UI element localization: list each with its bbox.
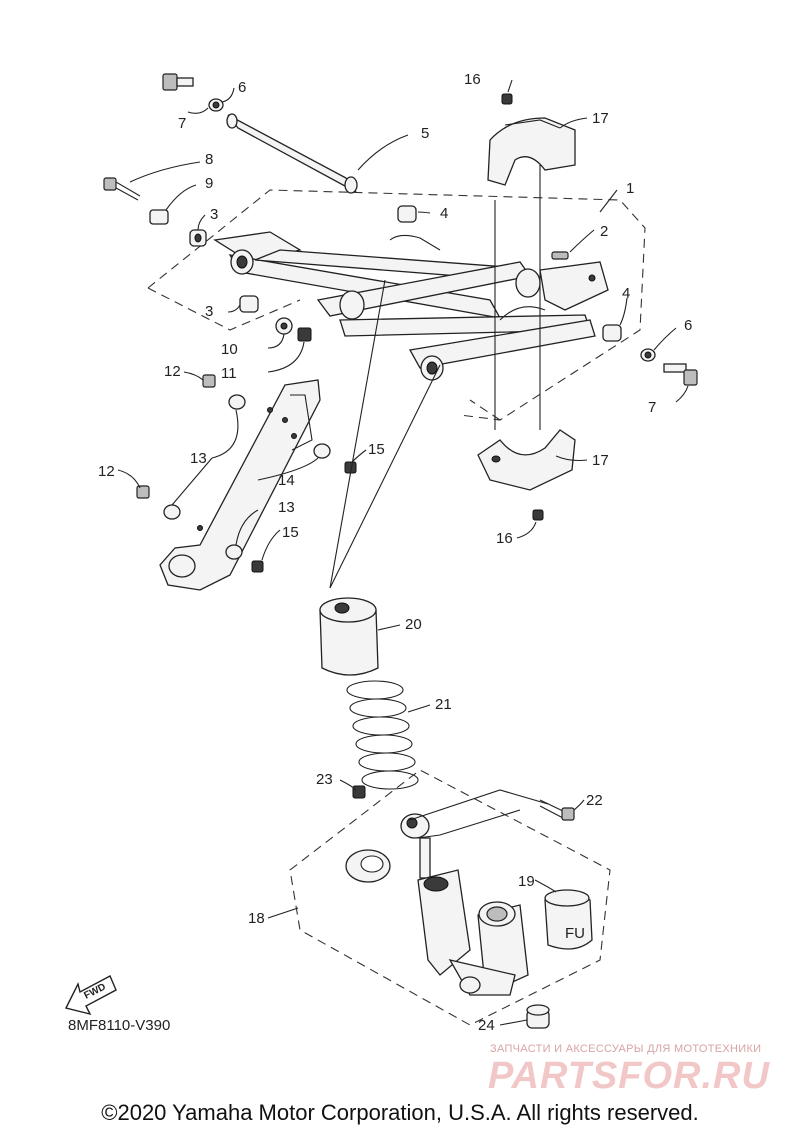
callout-13-upper: 13 <box>190 450 207 467</box>
screw-part-upper <box>501 93 513 105</box>
callout-16-lower: 16 <box>496 530 513 547</box>
callout-9: 9 <box>205 175 213 192</box>
washer-part-13-upper <box>228 394 246 410</box>
callout-4-lower: 4 <box>622 285 630 302</box>
callout-1: 1 <box>626 180 634 197</box>
washer-part-10 <box>275 317 293 335</box>
copyright-notice: ©2020 Yamaha Motor Corporation, U.S.A. A… <box>101 1100 699 1125</box>
callout-8: 8 <box>205 151 213 168</box>
nut-part-15-lower <box>251 560 264 573</box>
callout-7-right: 7 <box>648 399 656 416</box>
callout-24: 24 <box>478 1017 495 1034</box>
callout-17-upper: 17 <box>592 110 609 127</box>
bolt-part-long <box>103 177 141 201</box>
collar-part-24 <box>526 1004 550 1029</box>
callout-3-upper: 3 <box>210 206 218 223</box>
callout-2: 2 <box>600 223 608 240</box>
callout-labels: 6 7 5 8 9 3 4 1 2 3 10 11 4 6 7 16 17 17… <box>98 71 692 1034</box>
watermark-logo: PARTSFOR.RU <box>488 1055 770 1097</box>
callout-16-upper: 16 <box>464 71 481 88</box>
bolt-part-22 <box>539 799 575 821</box>
assembly-outline-shock <box>289 769 611 1026</box>
callout-4-upper: 4 <box>440 205 448 222</box>
callout-21: 21 <box>435 696 452 713</box>
bolt-part-12-lower <box>136 485 150 499</box>
spring-part <box>346 680 419 790</box>
callout-22: 22 <box>586 792 603 809</box>
shock-absorber-part <box>400 813 529 996</box>
bolt-part-right <box>663 363 698 386</box>
washer-part-right <box>640 348 656 362</box>
callout-15-upper: 15 <box>368 441 385 458</box>
callout-6-right: 6 <box>684 317 692 334</box>
callout-14: 14 <box>278 472 295 489</box>
callout-23: 23 <box>316 771 333 788</box>
screw-part-lower <box>532 509 544 521</box>
swing-arm-frame <box>213 231 609 381</box>
cover-part: FU <box>544 889 593 950</box>
bolt-part-2 <box>551 251 569 260</box>
callout-15-lower: 15 <box>282 524 299 541</box>
retainer-clip-part <box>345 849 391 883</box>
callout-12-upper: 12 <box>164 363 181 380</box>
bushing-part-upper <box>189 229 207 247</box>
parts-diagram: FU <box>64 71 698 1034</box>
fwd-arrow-icon: FWD <box>64 975 117 1016</box>
callout-18: 18 <box>248 910 265 927</box>
watermark-subtitle: ЗАПЧАСТИ И АКСЕССУАРЫ ДЛЯ МОТОТЕХНИКИ <box>490 1043 762 1055</box>
callout-12-lower: 12 <box>98 463 115 480</box>
washer-part-13-lower <box>225 544 243 560</box>
callout-3-lower: 3 <box>205 303 213 320</box>
washer-part-13-left <box>163 504 181 520</box>
callout-10: 10 <box>221 341 238 358</box>
washer-part-upper-left <box>208 98 224 112</box>
bushing-part-4-upper <box>397 205 417 223</box>
callout-7-upper: 7 <box>178 115 186 132</box>
nut-part-11 <box>297 327 312 342</box>
callout-19: 19 <box>518 873 535 890</box>
callout-5: 5 <box>421 125 429 142</box>
washer-part-13-right <box>313 443 331 459</box>
callout-11: 11 <box>221 365 237 382</box>
bump-rubber-part <box>319 597 379 676</box>
diagram-code: 8MF8110-V390 <box>68 1017 170 1034</box>
callout-17-lower: 17 <box>592 452 609 469</box>
bolt-part-12-upper <box>202 374 216 388</box>
guard-part-upper <box>487 117 576 186</box>
callout-6-upper: 6 <box>238 79 246 96</box>
bushing-part-lower <box>239 295 259 313</box>
cover-fwd-mark: FU <box>565 925 585 942</box>
bolt-part-upper-left <box>162 73 194 91</box>
callout-13-lower: 13 <box>278 499 295 516</box>
leader-lines <box>117 79 689 1026</box>
nut-part-23 <box>352 785 366 799</box>
collar-part <box>149 209 169 225</box>
bushing-part-4-lower <box>602 324 622 342</box>
guard-part-lower <box>477 429 576 491</box>
link-strap-part <box>159 379 321 591</box>
shaft-part <box>226 113 358 194</box>
callout-20: 20 <box>405 616 422 633</box>
